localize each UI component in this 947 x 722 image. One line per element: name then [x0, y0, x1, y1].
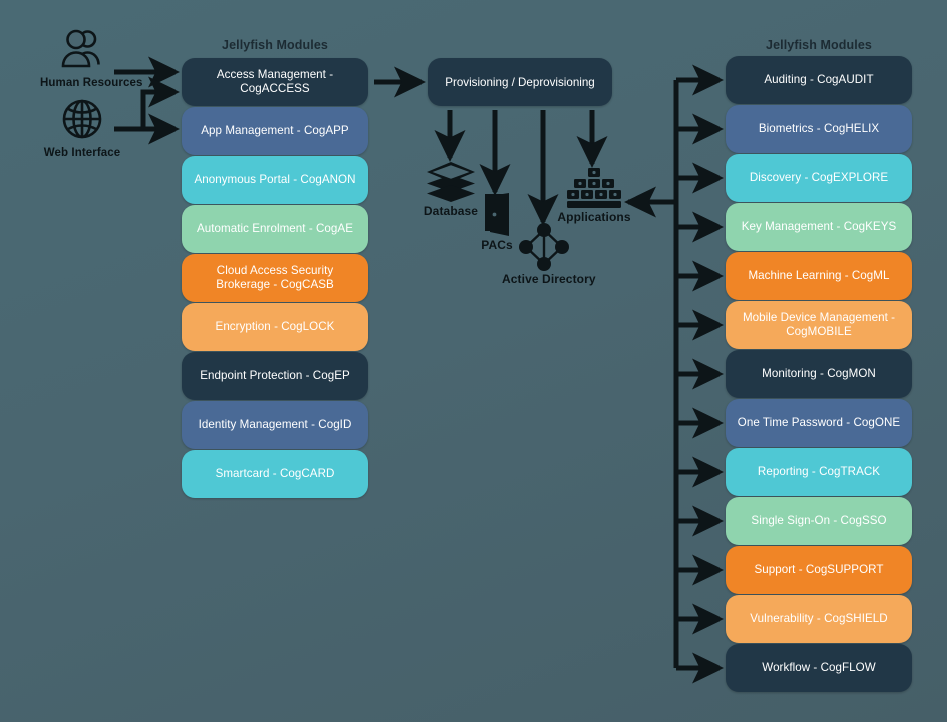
provisioning-label: Provisioning / Deprovisioning: [445, 75, 595, 89]
endpoint-label: PACs: [481, 238, 513, 252]
module-cogone[interactable]: One Time Password - CogONE: [726, 399, 912, 447]
module-coglock[interactable]: Encryption - CogLOCK: [182, 303, 368, 351]
module-label: Vulnerability - CogSHIELD: [750, 612, 888, 625]
module-label: Biometrics - CogHELIX: [758, 122, 880, 135]
database-stack-icon: [427, 162, 475, 202]
endpoint-applications: Applications: [553, 168, 635, 224]
door-icon: [485, 193, 509, 236]
module-label: App Management - CogAPP: [201, 124, 349, 137]
endpoint-active-directory: Active Directory: [502, 222, 596, 286]
module-label: Endpoint Protection - CogEP: [200, 369, 350, 382]
module-label: Cloud Access Security Brokerage - CogCAS…: [216, 263, 334, 292]
module-coganon[interactable]: Anonymous Portal - CogANON: [182, 156, 368, 204]
right-column-heading: Jellyfish Modules: [766, 38, 872, 52]
people-icon: [61, 29, 100, 68]
module-cogshield[interactable]: Vulnerability - CogSHIELD: [726, 595, 912, 643]
module-label: Automatic Enrolment - CogAE: [197, 222, 353, 235]
source-human-resources: Human Resources: [40, 28, 143, 89]
provisioning-box[interactable]: Provisioning / Deprovisioning: [428, 58, 612, 106]
module-cogep[interactable]: Endpoint Protection - CogEP: [182, 352, 368, 400]
module-label: Mobile Device Management - CogMOBILE: [742, 310, 896, 339]
module-cogml[interactable]: Machine Learning - CogML: [726, 252, 912, 300]
module-cogaccess[interactable]: Access Management - CogACCESS: [182, 58, 368, 106]
module-label: One Time Password - CogONE: [737, 416, 901, 429]
arrow-web-branch-to-cogaccess: [140, 76, 181, 129]
module-label: Machine Learning - CogML: [748, 269, 890, 282]
module-cogsso[interactable]: Single Sign-On - CogSSO: [726, 497, 912, 545]
module-cogflow[interactable]: Workflow - CogFLOW: [726, 644, 912, 692]
endpoint-database: Database: [416, 160, 486, 218]
module-label: Encryption - CogLOCK: [215, 320, 335, 333]
network-nodes-icon: [519, 223, 569, 271]
module-coghelix[interactable]: Biometrics - CogHELIX: [726, 105, 912, 153]
module-cogapp[interactable]: App Management - CogAPP: [182, 107, 368, 155]
module-label: Access Management - CogACCESS: [216, 68, 334, 95]
module-cogid[interactable]: Identity Management - CogID: [182, 401, 368, 449]
module-cogae[interactable]: Automatic Enrolment - CogAE: [182, 205, 368, 253]
module-cogtrack[interactable]: Reporting - CogTRACK: [726, 448, 912, 496]
source-label: Web Interface: [43, 147, 121, 159]
source-web-interface: Web Interface: [40, 96, 124, 159]
module-label: Auditing - CogAUDIT: [764, 73, 874, 86]
endpoint-label: Active Directory: [502, 272, 596, 286]
endpoint-label: Applications: [557, 210, 631, 224]
module-label: Reporting - CogTRACK: [757, 465, 881, 478]
module-label: Monitoring - CogMON: [762, 367, 876, 380]
module-label: Identity Management - CogID: [198, 418, 352, 431]
module-label: Single Sign-On - CogSSO: [751, 514, 887, 527]
module-cogcard[interactable]: Smartcard - CogCARD: [182, 450, 368, 498]
endpoint-label: Database: [423, 204, 479, 218]
module-cogmobile[interactable]: Mobile Device Management - CogMOBILE: [726, 301, 912, 349]
module-label: Workflow - CogFLOW: [762, 661, 876, 674]
source-label: Human Resources: [40, 77, 143, 89]
module-cogaudit[interactable]: Auditing - CogAUDIT: [726, 56, 912, 104]
module-label: Key Management - CogKEYS: [741, 220, 897, 233]
left-column-heading: Jellyfish Modules: [222, 38, 328, 52]
module-cogkeys[interactable]: Key Management - CogKEYS: [726, 203, 912, 251]
module-cogsupport[interactable]: Support - CogSUPPORT: [726, 546, 912, 594]
applications-grid-icon: [567, 168, 621, 208]
globe-icon: [62, 99, 102, 139]
module-cogmon[interactable]: Monitoring - CogMON: [726, 350, 912, 398]
module-label: Support - CogSUPPORT: [754, 563, 884, 576]
module-label: Discovery - CogEXPLORE: [749, 171, 889, 184]
endpoint-pacs: PACs: [470, 192, 524, 252]
module-label: Smartcard - CogCARD: [215, 467, 335, 480]
module-cogcasb[interactable]: Cloud Access Security Brokerage - CogCAS…: [182, 254, 368, 302]
module-cogexplore[interactable]: Discovery - CogEXPLORE: [726, 154, 912, 202]
module-label: Anonymous Portal - CogANON: [194, 173, 356, 186]
